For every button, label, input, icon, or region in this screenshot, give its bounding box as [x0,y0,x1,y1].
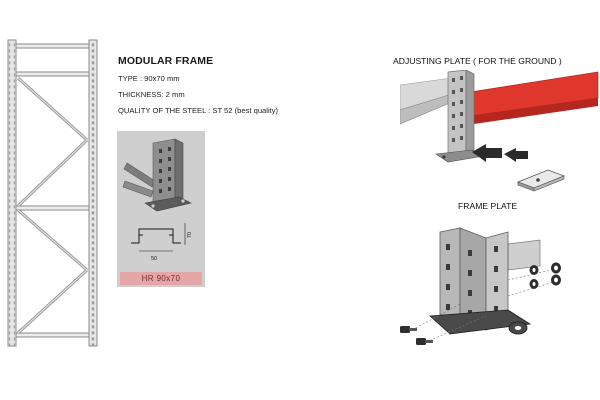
modular-frame-drawing [7,39,98,347]
profile-section-drawing [131,223,186,252]
spec-thickness: THICKNESS: 2 mm [118,90,185,99]
spec-steel-quality: QUALİTY OF THE STEEL : ST 52 (best quali… [118,106,279,115]
adjusting-plate-title: ADJUSTING PLATE ( FOR THE GROUND ) [393,56,562,66]
profile-width-dim: 50 [151,256,157,262]
nut-washer-icon [529,274,561,289]
frame-horizontals [15,43,90,338]
arrow-icon [472,144,502,162]
frame-plate-title: FRAME PLATE [458,201,518,211]
arrow-icon [504,148,528,162]
modular-frame-title: MODULAR FRAME [118,55,214,67]
profile-height-dim: 70 [187,232,193,238]
nut-washer-icon [529,262,561,275]
upright-product-image: 50 70 [122,138,193,262]
bolt-icon [400,326,417,333]
frame-base-plate [429,309,532,335]
frame-plate-drawing [400,227,561,345]
bolt-icon [416,338,433,345]
spec-type: TYPE : 90x70 mm [118,74,180,83]
adjusting-plate-drawing [400,70,599,192]
product-label-badge: HR 90x70 [120,272,202,285]
